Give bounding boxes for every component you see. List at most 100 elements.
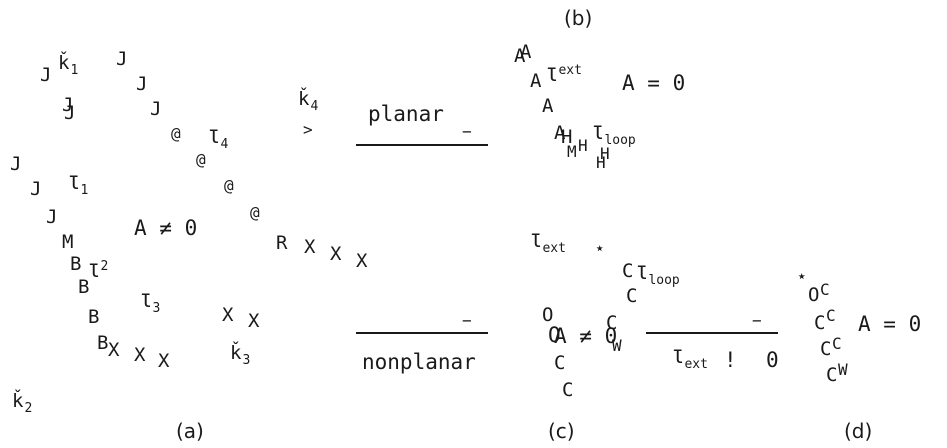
- glyph-c: C: [820, 338, 832, 360]
- glyph-c: C: [554, 352, 566, 374]
- glyph-c: C: [562, 379, 574, 401]
- subscript: 1: [80, 183, 89, 198]
- panel-label-c: (c): [548, 419, 575, 443]
- glyph-b: B: [97, 332, 109, 354]
- k-symbol: ǩ: [230, 342, 242, 364]
- word-nonplanar: nonplanar: [362, 350, 476, 374]
- glyph-m: M: [567, 142, 577, 161]
- glyph-j: J: [10, 153, 22, 175]
- arrow-line-limit: [646, 332, 778, 334]
- k-symbol: ǩ: [298, 88, 310, 110]
- glyph-c: C: [826, 306, 836, 325]
- label-l-ext: Ɩext: [546, 63, 582, 86]
- panel-label-d: (d): [844, 419, 873, 443]
- glyph-gt: >: [303, 120, 313, 139]
- glyph-c: C: [820, 280, 830, 299]
- glyph-j: J: [46, 206, 58, 228]
- l-symbol: Ɩ: [592, 122, 604, 144]
- glyph-w: W: [838, 360, 848, 379]
- glyph-x: X: [108, 339, 120, 361]
- label-l-loop: Ɩloop: [592, 122, 636, 148]
- glyph-at: @: [171, 124, 181, 143]
- equation-a-eq-zero: A = 0: [858, 312, 922, 336]
- l-symbol: Ɩ: [140, 290, 152, 312]
- glyph-w: W: [612, 336, 622, 355]
- glyph-b: B: [78, 276, 90, 298]
- superscript: ext: [558, 63, 582, 78]
- label-k1: ǩ1: [58, 52, 78, 78]
- glyph-o: O: [808, 284, 820, 306]
- subscript: 4: [220, 137, 229, 152]
- glyph-h: H: [578, 136, 588, 155]
- glyph-star: ⋆: [796, 266, 808, 288]
- glyph-c: C: [832, 334, 842, 353]
- subscript: ext: [542, 241, 566, 256]
- subscript: 3: [242, 353, 251, 368]
- subscript: 2: [24, 401, 33, 416]
- subscript: 4: [310, 99, 319, 114]
- arrow-head-minus: −: [462, 122, 472, 141]
- glyph-a: A: [554, 122, 566, 144]
- label-k4: ǩ4: [298, 88, 318, 114]
- glyph-x: X: [222, 304, 234, 326]
- glyph-a: A: [542, 95, 554, 117]
- glyph-a: A: [520, 41, 532, 63]
- l-symbol: Ɩ: [208, 126, 220, 148]
- glyph-x: X: [134, 344, 146, 366]
- arrow-head-minus: −: [752, 311, 762, 330]
- glyph-star: ⋆: [594, 238, 606, 260]
- subscript: loop: [648, 273, 680, 288]
- glyph-c: C: [622, 260, 634, 282]
- glyph-j: J: [62, 94, 74, 116]
- glyph-x: X: [304, 236, 316, 258]
- l-symbol: Ɩ: [672, 346, 684, 368]
- label-k2: ǩ2: [12, 390, 32, 416]
- glyph-zero: 0: [766, 348, 779, 372]
- subscript: ext: [684, 357, 708, 372]
- label-l2: Ɩ2: [88, 259, 109, 282]
- glyph-b: B: [70, 253, 82, 275]
- subscript: 1: [70, 63, 79, 78]
- glyph-c: C: [606, 312, 618, 334]
- l-symbol: Ɩ: [68, 172, 80, 194]
- label-l-ext: Ɩext: [672, 346, 708, 372]
- panel-label-b: (b): [564, 6, 593, 30]
- label-l-loop: Ɩloop: [636, 264, 680, 288]
- equation-a-neq-zero: A ≠ 0: [554, 324, 618, 348]
- glyph-r: R: [276, 232, 288, 254]
- subscript: 3: [152, 301, 161, 316]
- glyph-x: X: [330, 243, 342, 265]
- l-symbol: Ɩ: [88, 260, 100, 282]
- glyph-c: C: [626, 285, 638, 307]
- glyph-a: A: [530, 70, 542, 92]
- arrow-line-nonplanar: [356, 332, 488, 334]
- arrow-head-minus: −: [462, 311, 472, 330]
- equation-a-eq-zero: A = 0: [622, 71, 686, 95]
- panel-label-a: (a): [176, 419, 204, 443]
- label-l1: Ɩ1: [68, 172, 88, 198]
- label-l3: Ɩ3: [140, 290, 160, 316]
- glyph-x: X: [356, 250, 368, 272]
- glyph-c: C: [814, 312, 826, 334]
- glyph-at: @: [196, 150, 206, 169]
- glyph-h: H: [596, 153, 606, 172]
- label-l4: Ɩ4: [208, 126, 228, 152]
- glyph-o: O: [548, 323, 561, 347]
- glyph-j: J: [64, 102, 76, 124]
- label-l-ext: Ɩext: [530, 232, 566, 256]
- glyph-m: M: [62, 231, 74, 253]
- l-symbol: Ɩ: [546, 64, 558, 86]
- glyph-j: J: [150, 98, 162, 120]
- glyph-b: B: [88, 306, 100, 328]
- glyph-at: @: [250, 203, 260, 222]
- equation-a-neq-zero: A ≠ 0: [134, 216, 198, 240]
- superscript: 2: [100, 259, 109, 274]
- k-symbol: ǩ: [58, 52, 70, 74]
- glyph-at: @: [224, 176, 234, 195]
- k-symbol: ǩ: [12, 390, 24, 412]
- glyph-j: J: [30, 178, 42, 200]
- label-k3: ǩ3: [230, 342, 250, 368]
- word-planar: planar: [368, 102, 444, 126]
- glyph-c: C: [826, 364, 838, 386]
